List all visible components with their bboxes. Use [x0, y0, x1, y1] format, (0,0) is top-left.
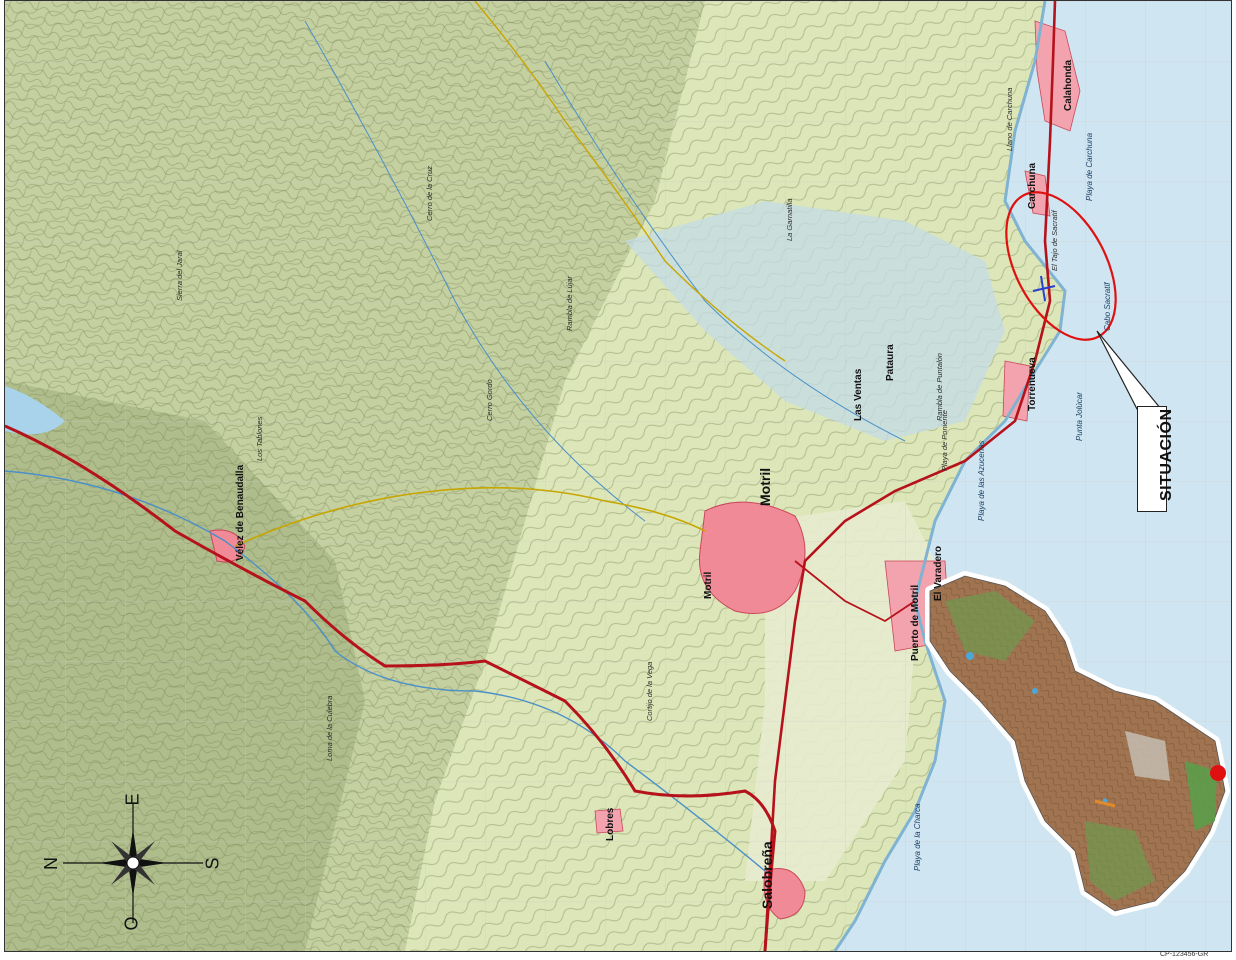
coast-label: Cabo Sacratif — [1103, 282, 1112, 331]
calahonda-urban — [1034, 20, 1081, 132]
town-label-pataura: Pataura — [885, 344, 896, 381]
place-label: Rambla de Puntalón — [935, 353, 944, 421]
motril-urban — [698, 501, 806, 614]
town-label-velez: Vélez de Benaudalla — [235, 464, 246, 561]
salobrena-urban — [763, 868, 806, 920]
map-canvas — [5, 1, 1231, 951]
coastal-road-n340 — [763, 1, 1057, 951]
town-label-lobres: Lobres — [605, 807, 616, 841]
rambla-stream — [304, 20, 646, 522]
inset-province-map[interactable] — [925, 571, 1230, 916]
secondary-road — [234, 486, 706, 547]
compass-rose — [63, 803, 203, 923]
town-label-calahonda: Calahonda — [1063, 59, 1074, 111]
place-label: Cortijo de la Vega — [645, 661, 654, 721]
town-label-torrenueva: Torrenueva — [1027, 357, 1038, 411]
torrenueva-urban — [1002, 360, 1031, 422]
place-label: El Tajo de Sacratif — [1050, 210, 1059, 271]
place-label: Los Tablones — [255, 416, 264, 461]
reservoir — [5, 386, 65, 435]
guadalfeo-river — [5, 470, 766, 872]
town-label-varadero: El Varadero — [933, 545, 944, 601]
coast-label: Playa de las Azucenas — [977, 440, 986, 521]
town-label-carchuna: Carchuna — [1027, 162, 1038, 209]
place-label: Sierra del Jaral — [175, 250, 184, 301]
topographic-map[interactable]: Motril Motril Salobreña Vélez de Benauda… — [4, 0, 1232, 952]
port-road — [794, 560, 916, 623]
situation-highlight[interactable] — [984, 174, 1139, 358]
main-road-n323 — [5, 424, 777, 951]
rambla-stream-2 — [544, 60, 906, 442]
place-label: Llano de Carchuna — [1005, 87, 1014, 151]
secondary-road-2 — [474, 1, 786, 362]
situation-callout-label: SITUACIÓN — [1158, 408, 1175, 502]
town-label-motril-2: Motril — [703, 571, 714, 599]
map-code: CP-123456-GR — [1160, 951, 1209, 958]
coast-label: Playa de Carchuna — [1085, 132, 1094, 201]
place-label: Cerro de la Cruz — [425, 165, 434, 221]
place-label: Loma de la Culebra — [325, 695, 334, 761]
situation-callout-box — [1137, 406, 1167, 512]
inset-location-dot — [1210, 765, 1226, 781]
place-label: Rambla de Lújar — [565, 275, 574, 331]
coast-label: Punta Jolúcar — [1075, 392, 1084, 441]
carchuna-urban — [1024, 170, 1051, 217]
town-label-puerto: Puerto de Motril — [910, 584, 921, 661]
site-marker — [1032, 275, 1056, 302]
town-label-las-ventas: Las Ventas — [853, 368, 864, 421]
compass-south-label: S — [202, 857, 223, 870]
town-label-salobrena: Salobreña — [759, 841, 775, 909]
compass-east-label: E — [122, 793, 143, 806]
lobres-urban — [594, 808, 624, 834]
place-label: Cerro Gordo — [485, 379, 494, 421]
place-label: La Garnatilla — [785, 198, 794, 241]
coast-label: Playa de la Charca — [913, 803, 922, 871]
compass-west-label: O — [121, 916, 142, 931]
town-label-motril: Motril — [757, 467, 773, 506]
compass-north-label: N — [41, 857, 61, 870]
